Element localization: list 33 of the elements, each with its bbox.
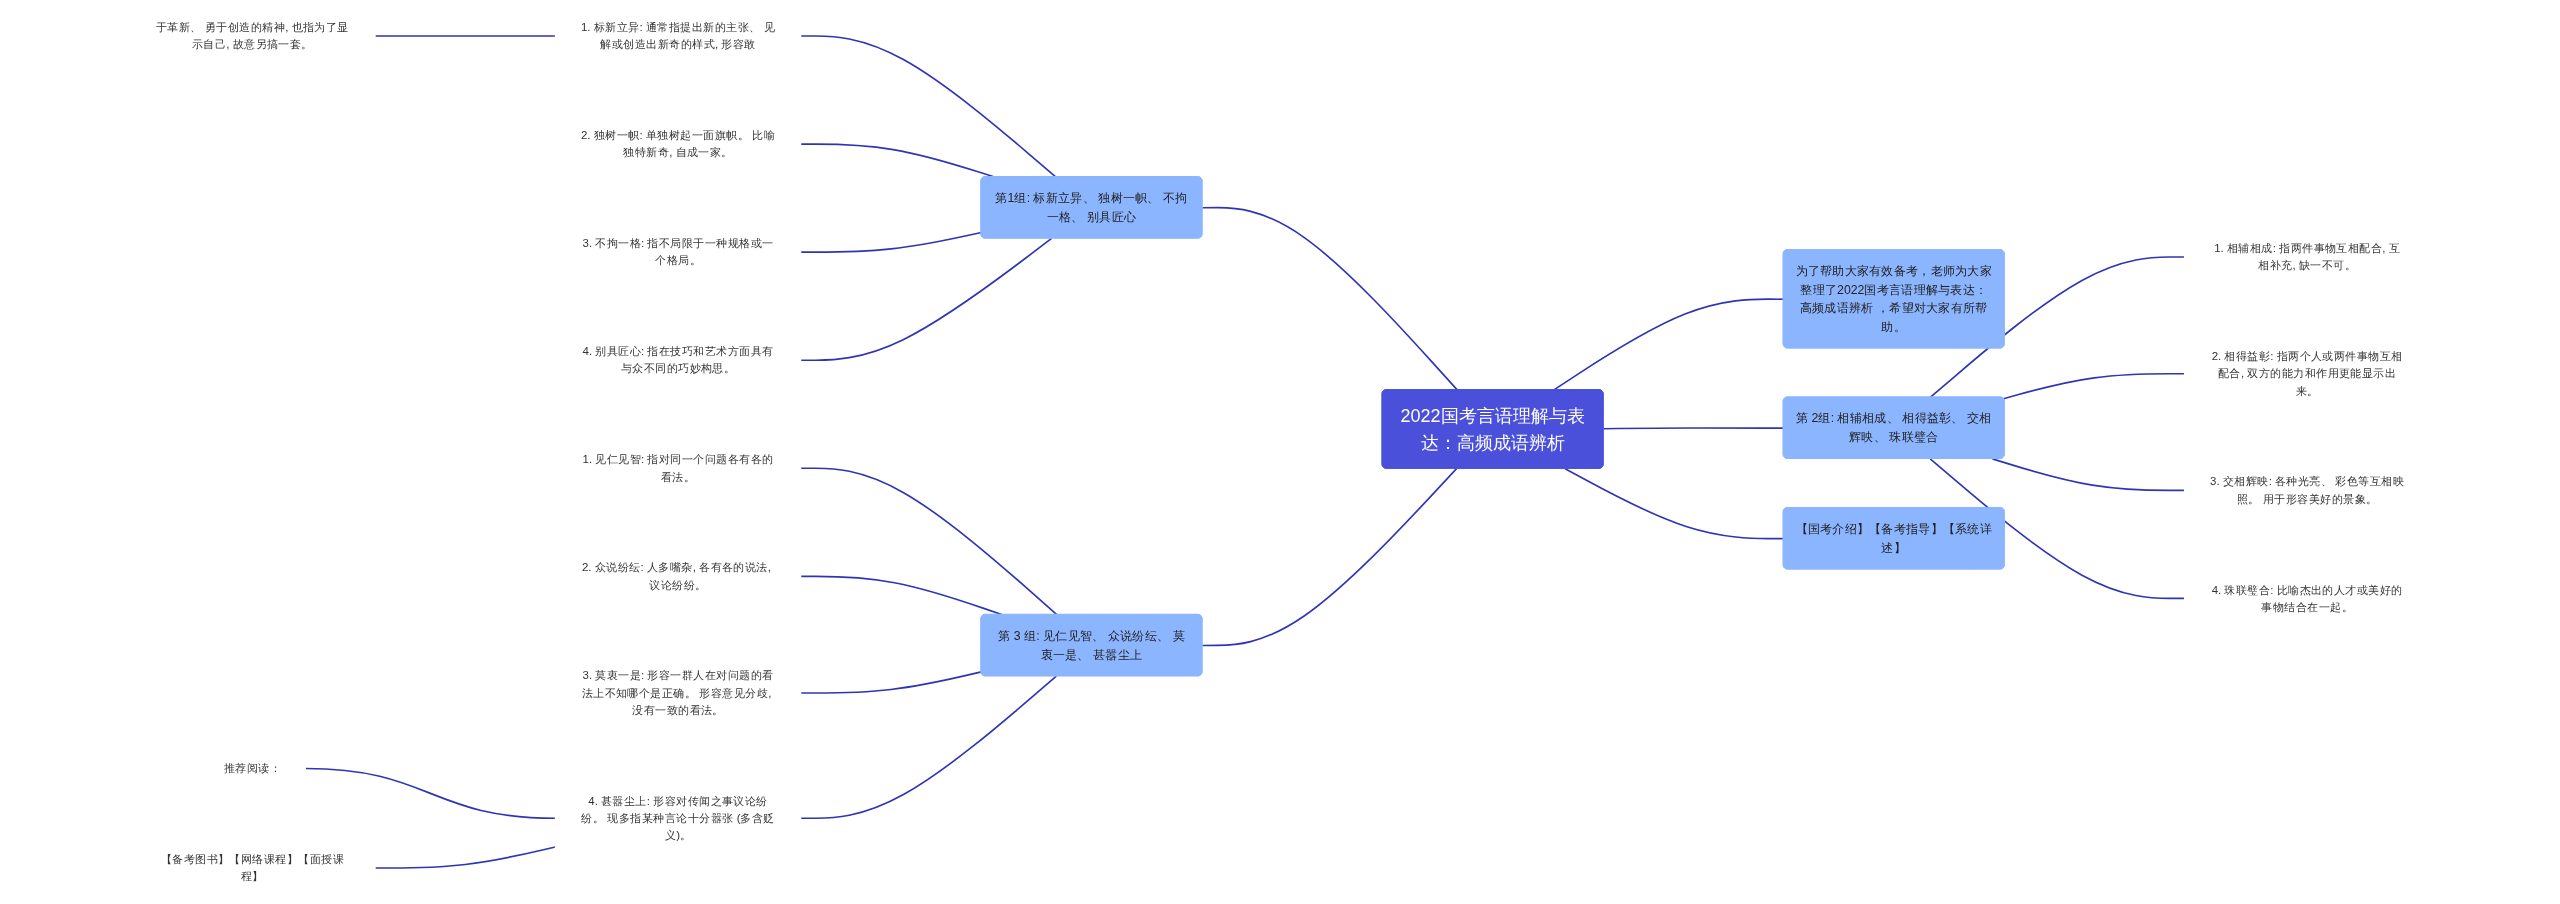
- connector: [800, 671, 983, 694]
- connector: [1991, 458, 2186, 492]
- node-text: 1. 见仁见智: 指对同一个问题各有各的看法。: [582, 452, 774, 483]
- connector: [800, 231, 983, 253]
- node-text: 3. 交相辉映: 各种光亮、 彩色等互相映照。 用于形容美好的景象。: [2210, 474, 2405, 506]
- connector: [2002, 372, 2186, 400]
- node-text: 于革新、 勇于创造的精神, 也指为了显示自己, 故意另搞一套。: [156, 20, 350, 51]
- connector: [1201, 206, 1459, 391]
- node-text: 3. 不拘一格: 指不局限于一种规格或一个格局。: [582, 236, 774, 267]
- node-text: 推荐阅读：: [223, 761, 282, 775]
- connector: [800, 237, 1053, 361]
- connector: [1929, 458, 2186, 600]
- connector: [800, 675, 1058, 820]
- connector: [305, 767, 557, 820]
- node-text: 4. 甚嚣尘上: 形容对传闻之事议论纷纷。 现多指某种言论十分嚣张 (多含贬义)。: [581, 794, 776, 842]
- node-text: 2. 众说纷纭: 人多嘴杂, 各有各的说法, 议论纷纷。: [582, 560, 772, 592]
- connector: [800, 35, 1057, 178]
- connector: [800, 467, 1059, 616]
- connector: [1564, 467, 1785, 540]
- connector: [374, 35, 557, 37]
- node-text: 1. 标新立异: 通常指提出新的主张、 见解或创造出新奇的样式, 形容敢: [581, 20, 776, 51]
- node-text: 2. 独树一帜: 单独树起一面旗帜。 比喻独特新奇, 自成一家。: [581, 128, 776, 159]
- node-text: 【备考图书】【网络课程】【面授课程】: [160, 852, 345, 883]
- node-text: 2. 相得益彰: 指两个人或两件事物互相配合, 双方的能力和作用更能显示出来。: [2211, 349, 2403, 398]
- node-text: 3. 莫衷一是: 形容一群人在对问题的看法上不知哪个是正确。 形容意见分歧, 没有一致的看法。: [581, 668, 774, 717]
- connector: [374, 846, 557, 869]
- node-text: 4. 珠联璧合: 比喻杰出的人才或美好的事物结合在一起。: [2211, 582, 2403, 614]
- node-text: 4. 别具匠心: 指在技巧和艺术方面具有与众不同的巧妙构思。: [582, 344, 774, 375]
- connector: [1201, 467, 1458, 647]
- connector: [1929, 256, 2186, 399]
- connector: [1553, 298, 1785, 391]
- node-text: 1. 相辅相成: 指两件事物互相配合, 互相补充, 缺一不可。: [2214, 241, 2401, 272]
- connector: [1602, 427, 1785, 430]
